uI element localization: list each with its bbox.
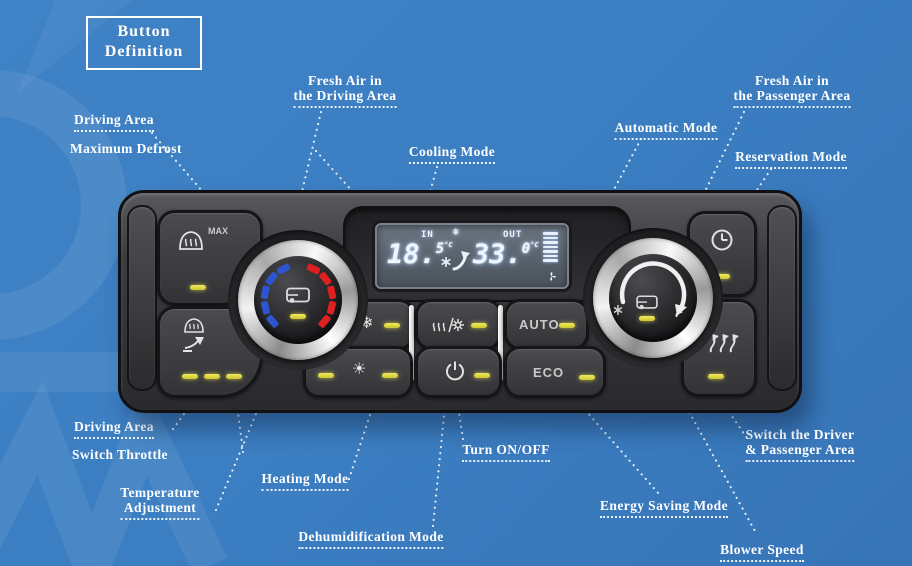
eco-led (579, 375, 595, 380)
blower-knob-led (639, 316, 655, 321)
title-box: Button Definition (86, 16, 202, 70)
sun-icon: ☀ (352, 361, 367, 378)
temperature-knob[interactable] (228, 230, 368, 370)
auto-button[interactable]: AUTO (504, 299, 589, 350)
label-turn-on-off: Turn ON/OFF (462, 442, 550, 462)
panel-right-trim (767, 205, 797, 391)
windshield-defrost-icon (179, 231, 203, 250)
windshield-defrost-small-icon (184, 318, 204, 333)
lcd-fan-small-icon (441, 257, 451, 267)
dehumidification-button[interactable] (415, 299, 502, 350)
panel-left-trim (127, 205, 157, 391)
lcd-fan-speed-bars (543, 232, 558, 264)
lcd-snowflake-icon: ❄ (453, 227, 460, 238)
sync-led (708, 374, 724, 379)
eco-label: ECO (533, 365, 565, 380)
power-button[interactable] (415, 346, 502, 398)
cooling-led (384, 323, 400, 328)
passenger-area-cab-icon (636, 295, 658, 310)
title-line2: Definition (104, 43, 184, 60)
blower-knob-face (609, 254, 697, 342)
label-cooling-mode: Cooling Mode (408, 144, 496, 164)
lcd-display: IN OUT 18.5°C 33.0°C ❄ (375, 223, 569, 289)
max-defrost-tag: MAX (208, 226, 228, 236)
label-blower-speed: Blower Speed (720, 542, 804, 562)
label-reservation-mode: Reservation Mode (735, 149, 847, 169)
lcd-out-label: OUT (503, 230, 523, 240)
air-sweep-icon (709, 334, 739, 353)
heating-led-left (318, 373, 334, 378)
temperature-knob-led (290, 314, 306, 319)
power-led (474, 373, 490, 378)
label-fresh-air-driving: Fresh Air in the Driving Area (293, 73, 397, 108)
label-fresh-air-passenger: Fresh Air in the Passenger Area (733, 73, 851, 108)
lcd-in-temperature: 18.5°C (387, 239, 453, 270)
label-switch-driver-passenger: Switch the Driver & Passenger Area (745, 427, 855, 462)
label-switch-throttle: Switch Throttle (72, 447, 168, 462)
blower-speed-knob[interactable] (583, 228, 723, 368)
lcd-fan-icon (550, 272, 556, 281)
dehumidify-icon (432, 317, 464, 333)
eco-button[interactable]: ECO (504, 346, 606, 398)
driving-area-cab-icon (286, 287, 310, 303)
label-maximum-defrost: Maximum Defrost (70, 141, 182, 156)
climate-control-panel: MAX IN OUT (118, 190, 802, 413)
defrost-floor-led-3 (226, 374, 242, 379)
label-heating-mode: Heating Mode (261, 471, 349, 491)
reservation-led (714, 274, 730, 279)
lcd-vent-flow-icon (452, 251, 470, 271)
title-line1: Button (117, 23, 171, 40)
heating-led-right (382, 373, 398, 378)
label-dehumidification-mode: Dehumidification Mode (298, 529, 444, 549)
max-defrost-led (190, 285, 206, 290)
defrost-floor-led-1 (182, 374, 198, 379)
defrost-floor-led-2 (204, 374, 220, 379)
label-driving-area-top: Driving Area (74, 112, 154, 132)
divider-bar-right (498, 305, 503, 381)
dehumidification-led (471, 323, 487, 328)
divider-bar-left (409, 305, 414, 381)
lcd-in-label: IN (421, 230, 434, 240)
fan-large-icon (675, 306, 683, 318)
floor-air-icon (183, 337, 204, 352)
power-icon (446, 361, 464, 381)
label-temperature-adjustment: Temperature Adjustment (120, 485, 200, 520)
auto-led (559, 323, 575, 328)
lcd-out-temperature: 33.0°C (473, 239, 539, 270)
label-energy-saving-mode: Energy Saving Mode (600, 498, 728, 518)
label-driving-area-bottom: Driving Area (74, 419, 154, 439)
temperature-knob-face (254, 256, 342, 344)
label-automatic-mode: Automatic Mode (614, 120, 718, 140)
clock-icon (711, 229, 733, 251)
auto-label: AUTO (519, 317, 560, 332)
